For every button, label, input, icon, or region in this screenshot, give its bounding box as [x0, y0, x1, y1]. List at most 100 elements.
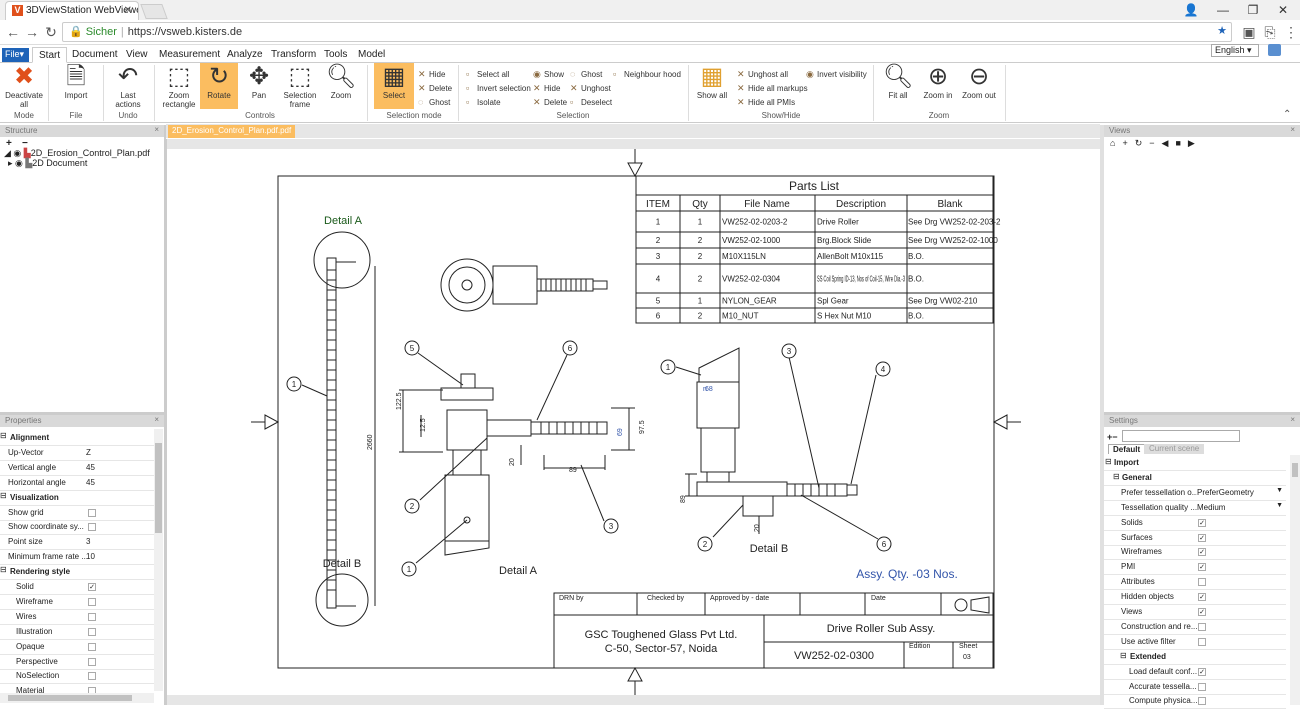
settings-row[interactable]: PMI✓ [1104, 560, 1286, 576]
settings-add-remove-icon[interactable]: +− [1107, 432, 1118, 442]
tab-transform[interactable]: Transform [271, 49, 317, 60]
settings-checkbox[interactable]: ✓ [1198, 563, 1206, 572]
property-value[interactable]: Z [86, 447, 91, 457]
collapse-icon[interactable]: ⊟ [1113, 471, 1120, 481]
show-button[interactable]: ◉Show [533, 69, 564, 80]
property-section[interactable]: ⊟ Rendering style [0, 565, 154, 581]
settings-checkbox[interactable] [1198, 622, 1206, 631]
isolate-button[interactable]: ▫Isolate [466, 97, 501, 107]
property-checkbox[interactable] [88, 642, 96, 651]
zoom-rectangle-button[interactable]: ⬚Zoom rectangle [160, 63, 198, 109]
property-row[interactable]: Perspective [0, 655, 154, 670]
settings-checkbox[interactable] [1198, 578, 1206, 587]
close-icon[interactable]: × [1290, 125, 1295, 134]
tab-model[interactable]: Model [358, 49, 386, 60]
document-tab[interactable]: 2D_Erosion_Control_Plan.pdf.pdf [168, 125, 296, 138]
settings-row[interactable]: Prefer tessellation o...PreferGeometry▼ [1104, 486, 1286, 501]
ghost-button[interactable]: ◌Ghost [570, 69, 602, 79]
minimize-icon[interactable]: — [1217, 3, 1229, 17]
settings-checkbox[interactable]: ✓ [1198, 667, 1206, 676]
url-field[interactable]: 🔒Sicher|https://vsweb.kisters.de ★ [62, 22, 1232, 42]
settings-row[interactable]: Wireframes✓ [1104, 545, 1286, 561]
tab-analyze[interactable]: Analyze [227, 49, 263, 60]
stop-icon[interactable]: ■ [1175, 138, 1188, 148]
tab-view[interactable]: View [126, 49, 148, 60]
bookmark-star-icon[interactable]: ★ [1217, 25, 1227, 37]
forward-icon[interactable]: → [25, 24, 39, 40]
hide-all-pmis-button[interactable]: ✕Hide all PMIs [737, 97, 795, 108]
invert-selection-button[interactable]: ▫Invert selection [466, 83, 531, 93]
extension-icon[interactable]: ▣ [1242, 24, 1256, 40]
selection-frame-button[interactable]: ⬚Selection frame [280, 63, 320, 109]
tab-start[interactable]: Start [32, 47, 68, 63]
splitter[interactable] [1100, 125, 1104, 705]
property-value[interactable]: 45 [86, 462, 95, 472]
deselect-button[interactable]: ▫Deselect [570, 97, 612, 107]
unghost-button[interactable]: ✕Unghost [570, 83, 611, 94]
property-checkbox[interactable] [88, 657, 96, 666]
select-button[interactable]: ▦Select [374, 63, 414, 109]
home-icon[interactable]: ⌂ [1110, 138, 1123, 148]
property-row[interactable]: Minimum frame rate ...10 [0, 550, 154, 566]
collapse-icon[interactable]: ⊟ [0, 565, 7, 575]
settings-row[interactable]: Accurate tessella... [1104, 680, 1286, 695]
reload-icon[interactable]: ↻ [45, 24, 57, 40]
settings-checkbox[interactable]: ✓ [1198, 518, 1206, 527]
property-checkbox[interactable] [88, 627, 96, 636]
tab-default[interactable]: Default [1108, 444, 1146, 454]
settings-row[interactable]: Load default conf...✓ [1104, 665, 1286, 680]
import-button[interactable]: 🗎Import [56, 63, 96, 109]
remove-icon[interactable]: − [1149, 138, 1162, 148]
profile-icon[interactable]: 👤 [1183, 3, 1199, 17]
settings-value[interactable]: Medium [1197, 502, 1226, 512]
viewport[interactable]: 1 5 6 2 3 1 1 3 4 2 6 2660 122.5 12.5 69… [166, 139, 1101, 705]
settings-value[interactable]: PreferGeometry [1197, 487, 1254, 497]
settings-search-input[interactable] [1122, 430, 1240, 442]
settings-row[interactable]: Attributes [1104, 575, 1286, 591]
settings-row[interactable]: Construction and re... [1104, 620, 1286, 635]
close-icon[interactable]: × [154, 415, 159, 424]
close-icon[interactable]: × [1290, 415, 1295, 424]
properties-hscrollbar[interactable] [0, 693, 154, 703]
back-icon[interactable]: ← [6, 24, 20, 40]
hide-button[interactable]: ✕Hide [533, 83, 560, 94]
settings-row[interactable]: Views✓ [1104, 605, 1286, 620]
tab-current-scene[interactable]: Current scene [1144, 444, 1205, 454]
property-checkbox[interactable]: ✓ [88, 583, 96, 591]
show-all-button[interactable]: ▦Show all [694, 63, 730, 109]
delete-button[interactable]: ✕Delete [533, 97, 567, 108]
property-checkbox[interactable] [88, 523, 96, 532]
property-section[interactable]: ⊟ Visualization [0, 491, 154, 506]
collapse-ribbon-icon[interactable]: ⌃ [1283, 109, 1292, 120]
property-row[interactable]: NoSelection [0, 669, 154, 685]
property-value[interactable]: 3 [86, 537, 91, 547]
settings-section[interactable]: ⊟Import [1104, 456, 1286, 471]
property-section[interactable]: ⊟ Alignment [0, 431, 154, 446]
ghost-mode-button[interactable]: ◌Ghost [418, 97, 450, 107]
settings-row[interactable]: Use active filter [1104, 635, 1286, 650]
property-row[interactable]: Wireframe [0, 595, 154, 610]
property-checkbox[interactable] [88, 597, 96, 606]
maximize-icon[interactable]: ❐ [1247, 3, 1259, 17]
property-checkbox[interactable] [88, 612, 96, 621]
close-icon[interactable]: × [154, 125, 159, 134]
last-actions-button[interactable]: ↶Last actions [108, 63, 148, 109]
tab-document[interactable]: Document [72, 49, 118, 60]
scrollbar-thumb[interactable] [8, 695, 132, 701]
settings-checkbox[interactable] [1198, 637, 1206, 646]
collapse-icon[interactable]: ⊟ [1120, 650, 1127, 660]
rotate-button[interactable]: ↻Rotate [200, 63, 238, 109]
property-row[interactable]: Wires [0, 610, 154, 625]
hide-all-markups-button[interactable]: ✕Hide all markups [737, 83, 808, 94]
fit-all-button[interactable]: 🔍︎Fit all [880, 63, 916, 109]
chevron-down-icon[interactable]: ▼ [1276, 501, 1283, 509]
zoom-in-button[interactable]: ⊕Zoom in [920, 63, 956, 109]
settings-row[interactable]: Surfaces✓ [1104, 531, 1286, 546]
new-tab-button[interactable] [140, 4, 168, 19]
property-value[interactable]: 45 [86, 477, 95, 487]
delete-mode-button[interactable]: ✕Delete [418, 83, 452, 94]
settings-row[interactable]: Compute physica... [1104, 694, 1286, 709]
property-row[interactable]: Opaque [0, 640, 154, 655]
play-icon[interactable]: ▶ [1187, 138, 1202, 148]
